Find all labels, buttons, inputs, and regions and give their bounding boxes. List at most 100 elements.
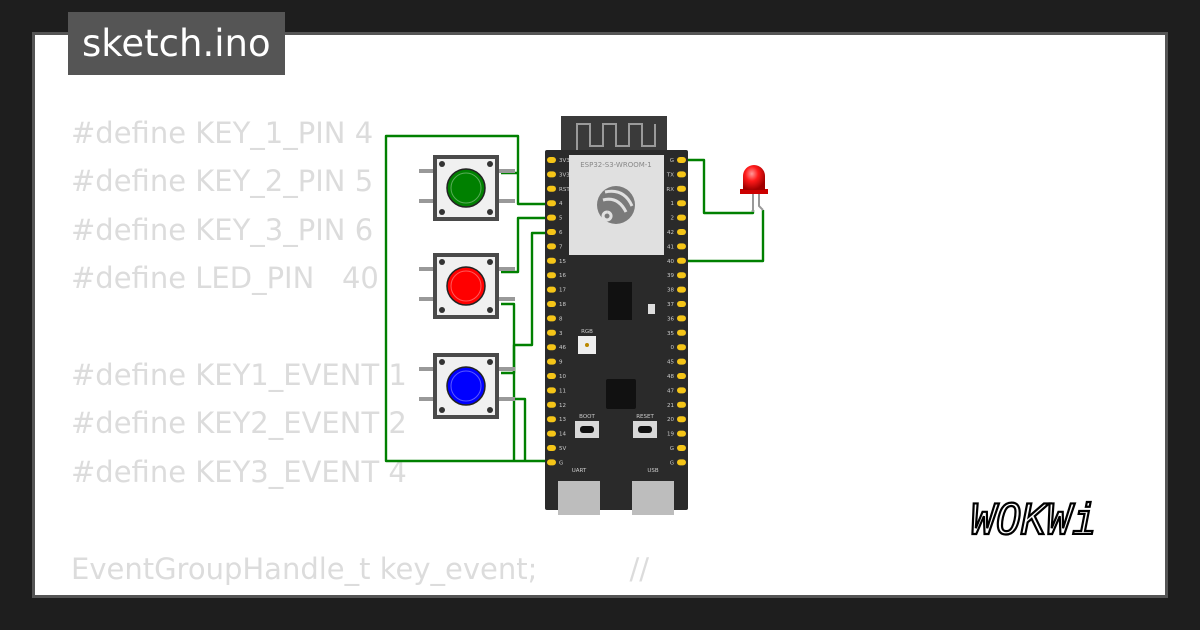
pin-label-right: 39: [667, 273, 674, 279]
pin-left-20[interactable]: [547, 445, 556, 451]
pin-right-1[interactable]: [677, 171, 686, 178]
pin-left-11[interactable]: [547, 315, 556, 322]
pin-label-right: 1: [671, 201, 675, 207]
pin-right-3[interactable]: [677, 200, 686, 207]
rgb-led-die: [585, 343, 589, 347]
pin-right-5[interactable]: [677, 229, 686, 235]
pin-label-right: 48: [667, 374, 674, 380]
pin-left-12[interactable]: [547, 329, 556, 336]
pin-left-1[interactable]: [547, 171, 556, 178]
button-screw: [439, 407, 445, 413]
pin-left-5[interactable]: [547, 229, 556, 235]
pin-right-4[interactable]: [677, 214, 686, 221]
pin-label-right: 19: [667, 432, 674, 438]
pin-left-18[interactable]: [547, 416, 556, 423]
pin-left-10[interactable]: [547, 301, 556, 307]
pin-left-7[interactable]: [547, 257, 556, 264]
uart-port[interactable]: [558, 481, 600, 515]
pin-label-right: RX: [666, 187, 674, 193]
green-pushbutton[interactable]: [419, 155, 515, 221]
pin-left-9[interactable]: [547, 286, 556, 293]
pin-right-16[interactable]: [677, 387, 686, 394]
code-line: #define KEY_2_PIN 5: [71, 164, 374, 199]
pin-right-15[interactable]: [677, 373, 686, 379]
button-screw: [439, 209, 445, 215]
pin-right-12[interactable]: [677, 329, 686, 336]
pin-left-8[interactable]: [547, 272, 556, 279]
pin-label-left: 3: [559, 331, 563, 337]
pin-label-right: 36: [667, 316, 674, 322]
led-dome: [743, 165, 765, 190]
smd-part: [648, 304, 655, 314]
pin-right-6[interactable]: [677, 243, 686, 250]
pin-label-right: 45: [667, 360, 674, 366]
button-leg: [419, 397, 435, 401]
esp32-s3-devkit[interactable]: ESP32-S3-WROOM-13V33V3RST456715161718834…: [545, 116, 688, 515]
button-leg: [499, 367, 515, 371]
file-tab[interactable]: sketch.ino: [68, 12, 285, 75]
pin-right-0[interactable]: [677, 157, 686, 163]
pin-right-11[interactable]: [677, 315, 686, 322]
pin-left-21[interactable]: [547, 459, 556, 466]
pin-left-4[interactable]: [547, 214, 556, 221]
pin-left-0[interactable]: [547, 157, 556, 163]
button-screw: [439, 307, 445, 313]
pin-label-right: G: [670, 158, 674, 164]
pin-label-left: 3V3: [559, 172, 570, 178]
pin-right-21[interactable]: [677, 459, 686, 466]
pin-label-right: 21: [667, 403, 674, 409]
pin-left-16[interactable]: [547, 387, 556, 394]
pin-right-18[interactable]: [677, 416, 686, 423]
pin-right-7[interactable]: [677, 257, 686, 264]
pin-label-left: 8: [559, 316, 563, 322]
usb-label: USB: [647, 468, 659, 474]
button-leg: [419, 297, 435, 301]
red-led[interactable]: [740, 165, 768, 212]
pin-right-2[interactable]: [677, 185, 686, 192]
pin-label-right: 35: [667, 331, 674, 337]
button-leg: [499, 169, 515, 173]
pin-left-14[interactable]: [547, 358, 556, 365]
button-screw: [487, 407, 493, 413]
pin-label-left: 46: [559, 345, 566, 351]
wire-4: [501, 231, 555, 375]
pin-right-17[interactable]: [677, 401, 686, 408]
wire-0: [384, 134, 555, 463]
pin-label-left: 9: [559, 360, 563, 366]
pin-right-19[interactable]: [677, 430, 686, 437]
pin-right-20[interactable]: [677, 445, 686, 451]
pin-left-19[interactable]: [547, 430, 556, 437]
pin-left-15[interactable]: [547, 373, 556, 379]
pin-left-13[interactable]: [547, 344, 556, 351]
button-cap-ring: [450, 172, 482, 204]
pin-right-10[interactable]: [677, 301, 686, 307]
led-rim: [740, 189, 768, 194]
pin-label-left: 3V3: [559, 158, 570, 164]
button-leg: [419, 199, 435, 203]
pin-label-left: 4: [559, 201, 563, 207]
pin-right-9[interactable]: [677, 286, 686, 293]
pin-label-left: 5: [559, 216, 563, 222]
pin-label-right: 47: [667, 388, 674, 394]
regulator-chip: [608, 282, 632, 320]
pin-label-right: 37: [667, 302, 674, 308]
led-legs: [752, 193, 764, 212]
pin-right-8[interactable]: [677, 272, 686, 279]
pin-left-6[interactable]: [547, 243, 556, 250]
pin-left-2[interactable]: [547, 185, 556, 192]
red-pushbutton[interactable]: [419, 253, 515, 319]
pin-label-left: 10: [559, 374, 566, 380]
blue-pushbutton[interactable]: [419, 353, 515, 419]
pin-label-right: G: [670, 460, 674, 466]
button-screw: [439, 259, 445, 265]
usb-port[interactable]: [632, 481, 674, 515]
uart-label: UART: [572, 468, 587, 474]
pin-label-left: G: [559, 460, 563, 466]
pin-right-14[interactable]: [677, 358, 686, 365]
pin-label-right: 0: [671, 345, 675, 351]
pin-right-13[interactable]: [677, 344, 686, 351]
pin-left-17[interactable]: [547, 401, 556, 408]
pin-label-right: 41: [667, 244, 674, 250]
pin-left-3[interactable]: [547, 200, 556, 207]
